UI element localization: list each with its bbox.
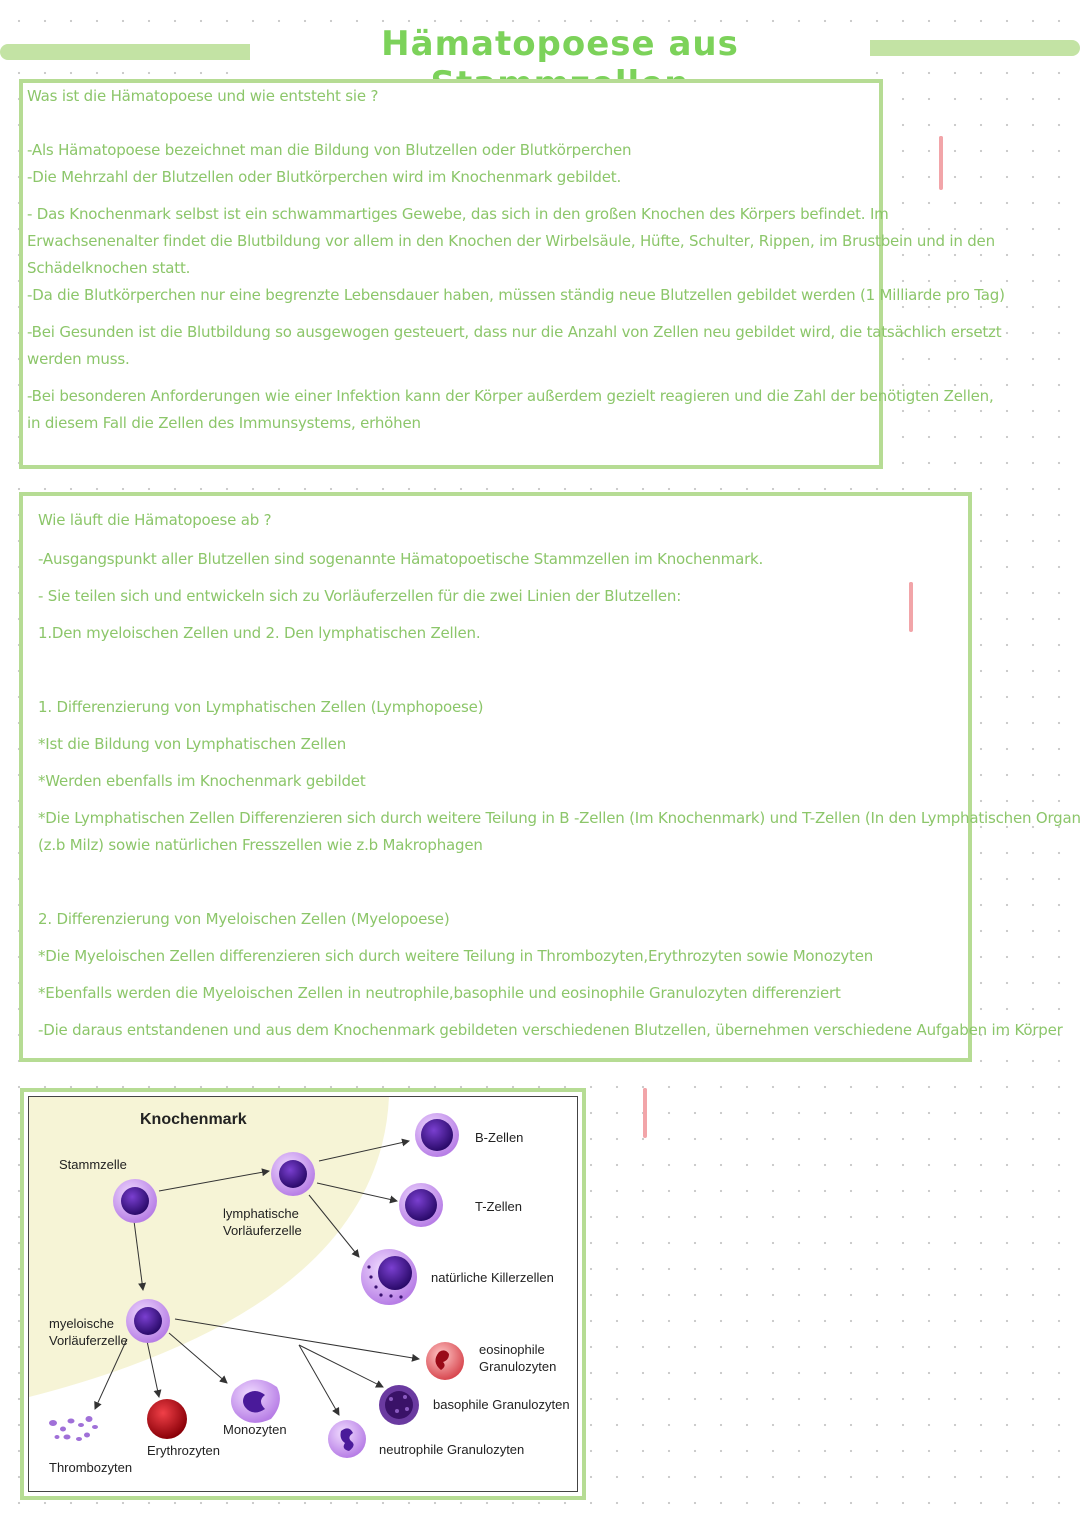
myeloische-vorlaeuferzelle-cell (126, 1299, 170, 1343)
neutrophile-label: neutrophile Granulozyten (379, 1442, 524, 1457)
monozyten-cell (231, 1379, 280, 1423)
section2-line: *Die Myeloischen Zellen differenzieren s… (38, 947, 874, 965)
section2-line: 2. Differenzierung von Myeloischen Zelle… (38, 910, 450, 928)
exclamation-mark-1 (939, 136, 943, 190)
erythrozyten-cell (147, 1399, 187, 1439)
basophile-label: basophile Granulozyten (433, 1397, 570, 1412)
natuerliche-killerzellen-label: natürliche Killerzellen (431, 1270, 554, 1285)
exclamation-mark-3 (643, 1088, 647, 1138)
thrombozyten-cells (49, 1416, 98, 1441)
basophile-granulozyten-cell (379, 1385, 419, 1425)
section2-line: Wie läuft die Hämatopoese ab ? (38, 511, 272, 529)
section2-line: *Die Lymphatischen Zellen Differenzieren… (38, 809, 1080, 827)
section1-line: -Da die Blutkörperchen nur eine begrenzt… (27, 286, 1005, 304)
natuerliche-killerzellen-cell (361, 1249, 417, 1305)
hematopoiesis-diagram: Knochenmark Stammzelle (20, 1088, 586, 1500)
eosinophile-granulozyten-cell (426, 1342, 464, 1380)
t-zellen-label: T-Zellen (475, 1199, 522, 1214)
eosinophile-label-1: eosinophile (479, 1342, 545, 1357)
stammzelle-label: Stammzelle (59, 1157, 127, 1172)
monozyten-label: Monozyten (223, 1422, 287, 1437)
section2-line: -Ausgangspunkt aller Blutzellen sind sog… (38, 550, 764, 568)
section2-line: (z.b Milz) sowie natürlichen Fresszellen… (38, 836, 483, 854)
section2-line: *Werden ebenfalls im Knochenmark gebilde… (38, 772, 366, 790)
section1-line: Was ist die Hämatopoese und wie entsteht… (27, 87, 379, 105)
b-zellen-label: B-Zellen (475, 1130, 523, 1145)
lymphatische-vorlaeuferzelle-cell (271, 1152, 315, 1196)
section2-line: *Ebenfalls werden die Myeloischen Zellen… (38, 984, 841, 1002)
erythrozyten-label: Erythrozyten (147, 1443, 220, 1458)
section1-line: werden muss. (27, 350, 130, 368)
eosinophile-label-2: Granulozyten (479, 1359, 556, 1374)
header-bar-right (852, 40, 1080, 56)
lymphatische-label-1: lymphatische (223, 1206, 299, 1221)
b-zellen-cell (415, 1113, 459, 1157)
diagram-arrows (94, 1138, 420, 1416)
header-bar-left (0, 44, 275, 60)
section1-line: -Bei besonderen Anforderungen wie einer … (27, 387, 994, 405)
exclamation-mark-2 (909, 582, 913, 632)
section2-line: *Ist die Bildung von Lymphatischen Zelle… (38, 735, 347, 753)
diagram-svg: Knochenmark Stammzelle (29, 1097, 570, 1475)
section1-line: in diesem Fall die Zellen des Immunsyste… (27, 414, 421, 432)
myeloische-label-2: Vorläuferzelle (49, 1333, 128, 1348)
section2-line: - Sie teilen sich und entwickeln sich zu… (38, 587, 682, 605)
knochenmark-label: Knochenmark (140, 1111, 247, 1128)
section1-line: -Als Hämatopoese bezeichnet man die Bild… (27, 141, 632, 159)
section-process (19, 492, 972, 1062)
section2-line: -Die daraus entstandenen und aus dem Kno… (38, 1021, 1063, 1039)
neutrophile-granulozyten-cell (328, 1420, 366, 1458)
section-definition (19, 79, 883, 469)
myeloische-label-1: myeloische (49, 1316, 114, 1331)
section1-line: -Bei Gesunden ist die Blutbildung so aus… (27, 323, 1002, 341)
section1-line: - Das Knochenmark selbst ist ein schwamm… (27, 205, 889, 223)
section1-line: Schädelknochen statt. (27, 259, 191, 277)
knochenmark-region (29, 1097, 389, 1397)
section1-line: -Die Mehrzahl der Blutzellen oder Blutkö… (27, 168, 622, 186)
stammzelle-cell (113, 1179, 157, 1223)
section2-line: 1. Differenzierung von Lymphatischen Zel… (38, 698, 484, 716)
diagram-frame: Knochenmark Stammzelle (28, 1096, 578, 1492)
section2-line: 1.Den myeloischen Zellen und 2. Den lymp… (38, 624, 481, 642)
thrombozyten-label: Thrombozyten (49, 1460, 132, 1475)
lymphatische-label-2: Vorläuferzelle (223, 1223, 302, 1238)
section1-line: Erwachsenenalter findet die Blutbildung … (27, 232, 995, 250)
t-zellen-cell (399, 1183, 443, 1227)
